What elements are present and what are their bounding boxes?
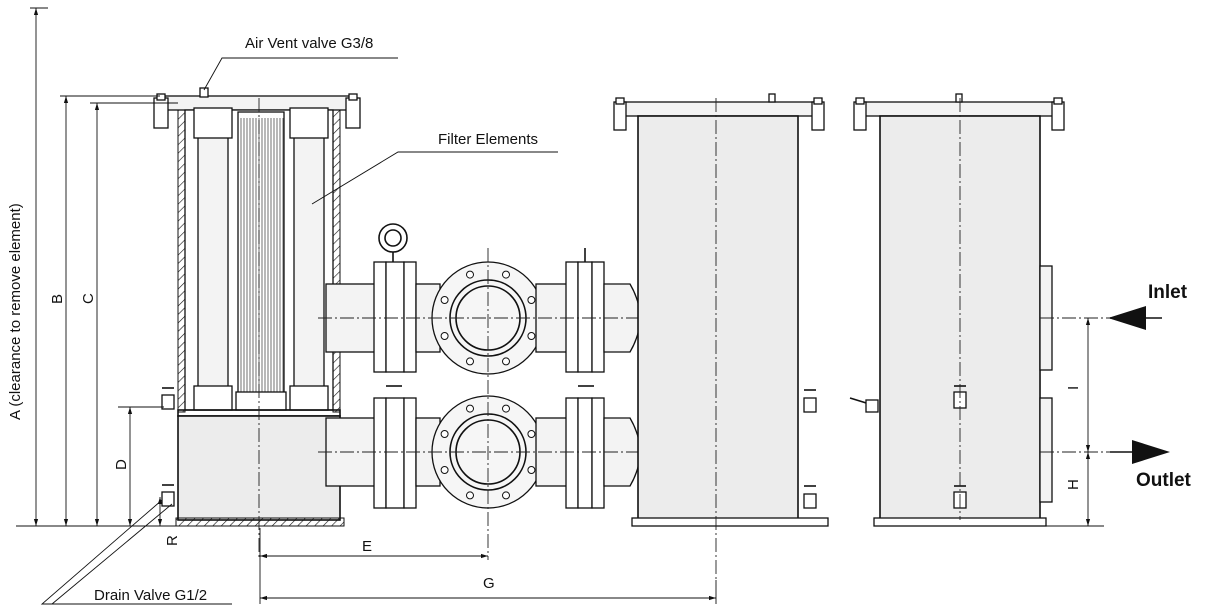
dimension-b-label: B xyxy=(49,294,66,304)
dimension-c-label: C xyxy=(80,293,97,304)
filter-elements-label: Filter Elements xyxy=(438,131,538,148)
air-vent-valve-icon xyxy=(199,87,209,98)
air-vent-label: Air Vent valve G3/8 xyxy=(245,35,373,52)
dimension-r-label: R xyxy=(164,535,181,546)
dimension-a-label: A (clearance to remove element) xyxy=(7,203,24,420)
dimension-e-label: E xyxy=(362,538,372,555)
center-piping xyxy=(318,223,660,560)
flow-arrows xyxy=(1108,306,1170,464)
left-sectional-view xyxy=(153,87,361,560)
front-housing-view xyxy=(613,93,829,580)
filter-elements-icon xyxy=(193,107,329,411)
side-elevation-view xyxy=(849,93,1110,527)
drain-valve-label: Drain Valve G1/2 xyxy=(94,587,207,604)
dimension-lines xyxy=(16,7,1104,604)
dimension-i-label: I xyxy=(1065,386,1082,390)
outlet-label: Outlet xyxy=(1136,470,1192,491)
drain-valve-icon xyxy=(161,387,175,507)
inlet-label: Inlet xyxy=(1148,282,1188,303)
dimension-g-label: G xyxy=(483,575,495,592)
callout-leaders xyxy=(40,57,558,605)
dimension-d-label: D xyxy=(113,459,130,470)
dimension-h-label: H xyxy=(1065,479,1082,490)
inlet-arrow-icon xyxy=(1108,306,1146,330)
outlet-arrow-icon xyxy=(1132,440,1170,464)
